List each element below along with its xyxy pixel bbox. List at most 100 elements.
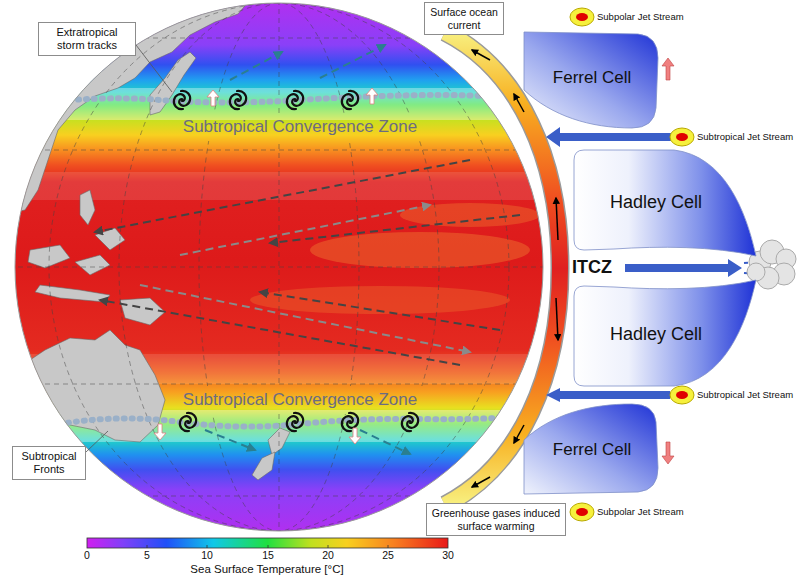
tick-label: 25	[382, 550, 394, 562]
sink-arrow	[349, 428, 361, 444]
colorbar	[87, 538, 448, 548]
westerly-arrow	[360, 430, 410, 454]
colorbar-tick	[388, 545, 389, 548]
jet-label: Subpolar Jet Stream	[597, 12, 684, 22]
ferrel-cell: Ferrel Cell	[520, 402, 660, 496]
globe	[0, 0, 600, 540]
land-island	[35, 285, 110, 302]
sink-arrow	[154, 424, 166, 440]
jet-symbol	[670, 128, 694, 146]
jet-symbol	[570, 503, 594, 521]
hadley-cell-shape	[574, 150, 756, 256]
jet-arrow	[546, 388, 670, 402]
warm-patch	[310, 232, 530, 268]
zone-label: Subtropical Convergence Zone	[183, 391, 417, 410]
jet-arrow	[546, 127, 672, 147]
storm-symbol	[287, 91, 303, 109]
colorbar-tick	[207, 545, 208, 548]
front-line	[22, 95, 545, 105]
uplift-arrow	[662, 58, 674, 80]
uplift-arrow	[207, 90, 219, 106]
tick-label: 30	[442, 550, 454, 562]
jet-core	[676, 133, 688, 141]
jet-core	[576, 13, 588, 21]
storm-symbol	[342, 91, 358, 109]
leader-line	[136, 45, 172, 92]
callout-box: Greenhouse gases induced surface warming	[426, 503, 566, 536]
land-asia	[0, 0, 250, 215]
current-arrow	[472, 50, 490, 60]
wind-arrow	[180, 205, 430, 255]
ferrel-cell-shape	[524, 32, 658, 128]
globe-outline	[15, 3, 543, 531]
current-arrow	[514, 94, 524, 112]
jet-symbol	[570, 8, 594, 26]
current-arrow	[556, 198, 558, 240]
convergence-arrow	[625, 259, 742, 277]
land-japan	[150, 52, 196, 115]
zone-label: Subtropical Convergence Zone	[183, 118, 417, 137]
jet-symbol	[670, 386, 694, 404]
itcz-label: ITCZ	[572, 258, 612, 278]
westerly-arrow	[230, 52, 282, 80]
storm-symbol	[287, 413, 303, 431]
storm-symbol	[174, 91, 190, 109]
parallel	[0, 150, 560, 151]
hadley-cell: Hadley Cell	[574, 278, 756, 386]
westerly-arrow	[320, 45, 385, 78]
callout-box-text: Subtropical Fronts	[17, 450, 81, 476]
land-island	[75, 255, 110, 275]
trade-wind-arrow	[260, 292, 500, 330]
hadley-cell: Hadley Cell	[574, 150, 756, 258]
jet-label: Subpolar Jet Stream	[597, 507, 684, 517]
uplift-arrow	[366, 88, 378, 104]
colorbar-tick	[147, 545, 148, 548]
current-arrow	[472, 477, 490, 487]
axis-title: Sea Surface Temperature [°C]	[190, 563, 343, 576]
callout-box: Subtropical Fronts	[12, 446, 86, 480]
tick-label: 20	[322, 550, 334, 562]
callout-box: Extratropical storm tracks	[38, 22, 136, 56]
meridian	[279, 0, 280, 540]
jet-core	[576, 508, 588, 516]
storm-symbol	[402, 413, 418, 431]
jet-label: Subtropical Jet Stream	[697, 132, 793, 142]
ferrel-cell-text: Ferrel Cell	[553, 440, 631, 460]
parallel	[0, 384, 560, 385]
leader-line	[86, 431, 108, 452]
jet-label: Subtropical Jet Stream	[697, 390, 793, 400]
sink-arrow	[662, 442, 674, 464]
wind-arrow	[140, 285, 470, 352]
current-arrow	[556, 298, 558, 340]
callout-box-text: Greenhouse gases induced surface warming	[431, 507, 561, 532]
trade-wind-arrow	[95, 160, 470, 232]
callout-box-text: Surface ocean current	[429, 6, 499, 31]
warm-patch	[250, 286, 510, 314]
hadley-cell-text: Hadley Cell	[610, 324, 702, 345]
tick-label: 15	[262, 550, 274, 562]
colorbar-tick	[328, 545, 329, 548]
land-island	[80, 190, 95, 225]
cloud	[747, 263, 765, 281]
current-arrow	[514, 425, 524, 443]
hadley-cell-text: Hadley Cell	[610, 192, 702, 213]
trade-wind-arrow	[100, 300, 460, 365]
ferrel-cell: Ferrel Cell	[520, 30, 660, 130]
hadley-cell-shape	[574, 280, 756, 386]
colorbar-tick	[268, 545, 269, 548]
callout-box-text: Extratropical storm tracks	[43, 26, 131, 52]
ferrel-cell-text: Ferrel Cell	[553, 68, 631, 88]
ferrel-cell-shape	[524, 404, 658, 494]
jet-core	[676, 391, 688, 399]
storm-symbol	[230, 91, 246, 109]
tick-label: 0	[84, 550, 90, 562]
land-new-zealand	[252, 452, 275, 480]
tick-label: 10	[201, 550, 213, 562]
equator	[0, 267, 560, 268]
westerly-arrow	[205, 430, 255, 450]
sea-surface	[0, 0, 560, 540]
tick-label: 5	[144, 550, 150, 562]
callout-box: Surface ocean current	[424, 2, 504, 35]
storm-symbol	[180, 413, 196, 431]
